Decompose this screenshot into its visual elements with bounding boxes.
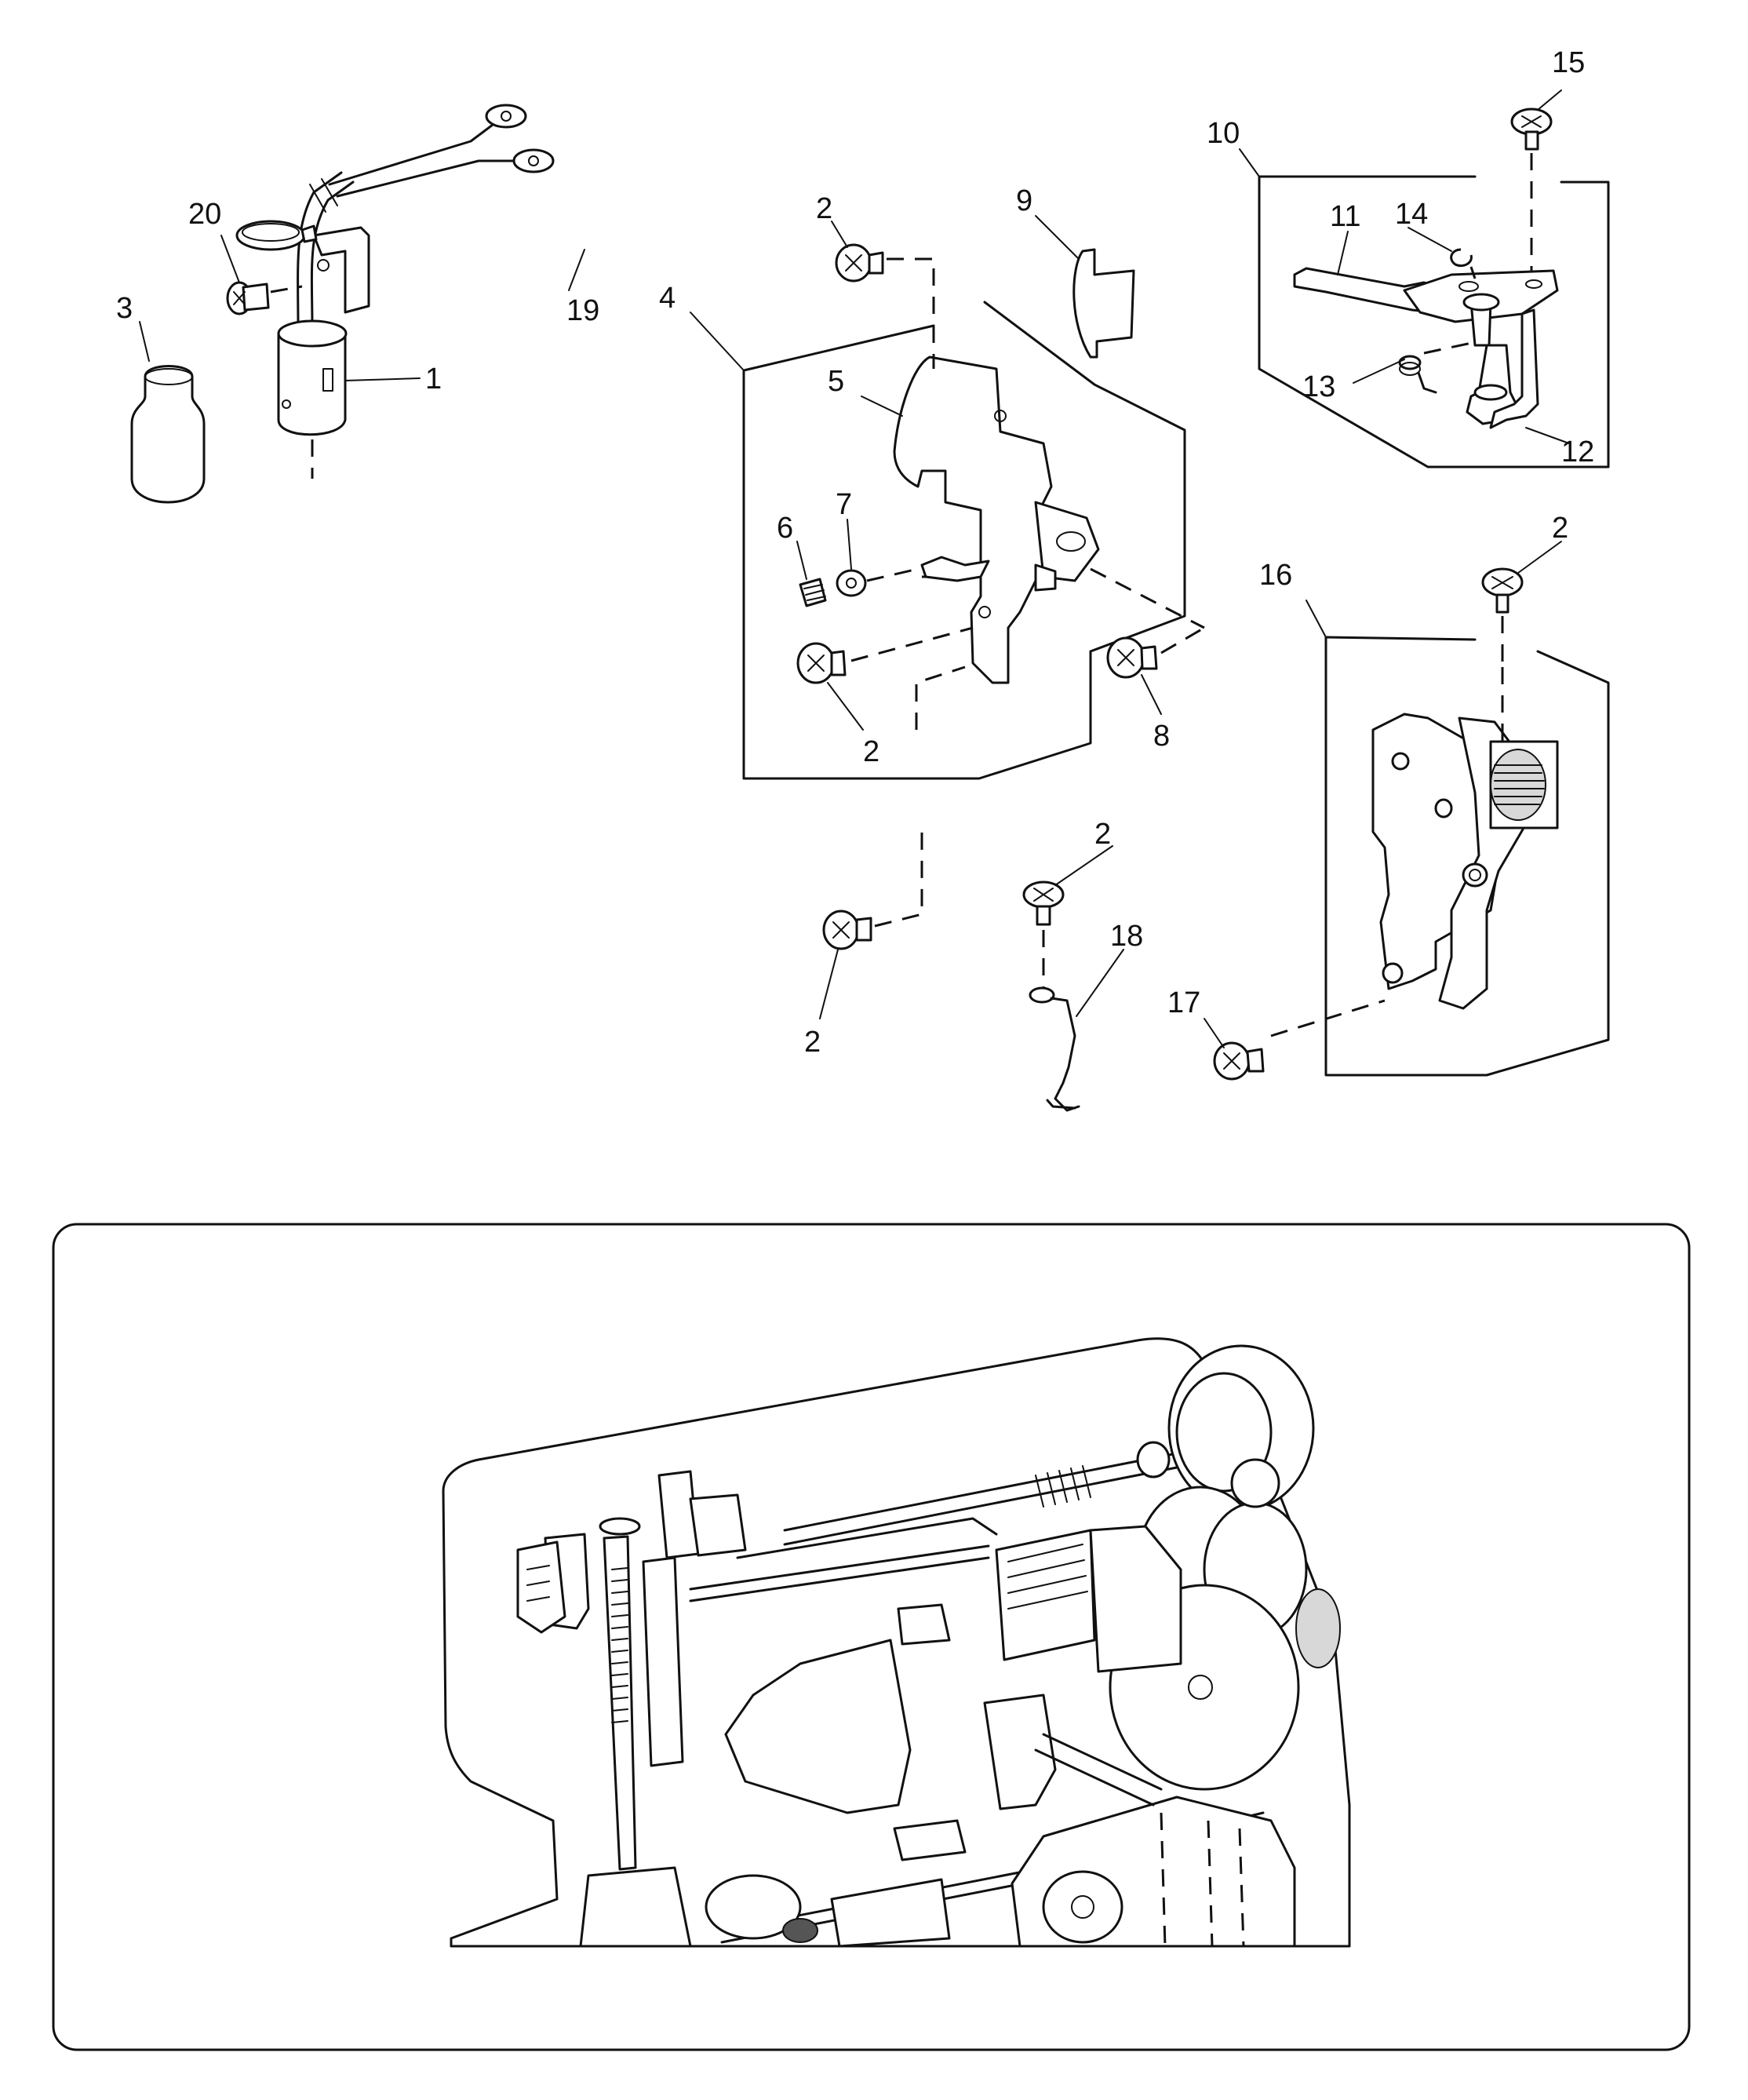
assembly-16-gear-unit bbox=[1270, 636, 1610, 1077]
part-14-e-ring bbox=[1450, 248, 1477, 279]
part-7-nut bbox=[836, 567, 919, 597]
callout-2-inner: 2 bbox=[863, 735, 879, 768]
part-2-screw-a bbox=[796, 626, 974, 684]
callout-9: 9 bbox=[1016, 184, 1032, 217]
location-inset-panel bbox=[52, 1223, 1691, 2051]
callout-13: 13 bbox=[1302, 370, 1335, 403]
assembly-10-lever bbox=[1258, 175, 1610, 468]
part-13-spring bbox=[1398, 340, 1480, 394]
part-8-screw bbox=[1106, 626, 1205, 679]
callout-2-top: 2 bbox=[816, 192, 832, 225]
callout-7: 7 bbox=[836, 488, 852, 521]
part-2-screw-b bbox=[835, 243, 935, 326]
callout-4: 4 bbox=[659, 282, 676, 315]
part-6-set-screw bbox=[799, 578, 827, 607]
part-2-screw-e bbox=[1022, 880, 1065, 989]
callout-1: 1 bbox=[425, 363, 442, 396]
callout-10: 10 bbox=[1207, 117, 1240, 150]
callout-8: 8 bbox=[1153, 720, 1170, 753]
part-9-felt bbox=[1072, 248, 1135, 359]
part-18-wire-spring bbox=[1029, 986, 1080, 1112]
callout-2-right: 2 bbox=[1552, 512, 1568, 545]
leader-lines bbox=[139, 89, 1570, 1048]
assembly-4-bracket bbox=[742, 301, 1205, 780]
callout-6: 6 bbox=[777, 512, 793, 545]
part-3-bulb bbox=[130, 365, 206, 504]
callout-5: 5 bbox=[828, 365, 844, 398]
callout-3: 3 bbox=[116, 292, 133, 325]
part-2-screw-c bbox=[1481, 567, 1524, 667]
part-2-screw-d bbox=[822, 824, 923, 950]
part-20-screw bbox=[226, 281, 303, 315]
callout-12: 12 bbox=[1561, 436, 1594, 468]
callout-labels: 1 2 2 2 2 2 3 4 5 6 7 8 9 10 11 12 13 14… bbox=[116, 46, 1594, 1059]
callout-19: 19 bbox=[566, 294, 599, 327]
callout-15: 15 bbox=[1552, 46, 1585, 79]
callout-2-bottom: 2 bbox=[804, 1026, 821, 1059]
shaft-spring bbox=[1035, 1441, 1171, 1508]
part-19-cord-clamp bbox=[235, 220, 318, 251]
part-15-screw bbox=[1510, 108, 1553, 271]
callout-14: 14 bbox=[1395, 198, 1428, 231]
callout-18: 18 bbox=[1110, 920, 1143, 953]
callout-20: 20 bbox=[188, 198, 221, 231]
callout-16: 16 bbox=[1259, 559, 1292, 592]
callout-17: 17 bbox=[1167, 986, 1200, 1019]
part-17-screw bbox=[1213, 1041, 1265, 1081]
part-1-lamp-socket bbox=[277, 104, 555, 479]
callout-2-lower: 2 bbox=[1094, 818, 1111, 851]
callout-11: 11 bbox=[1330, 200, 1360, 233]
